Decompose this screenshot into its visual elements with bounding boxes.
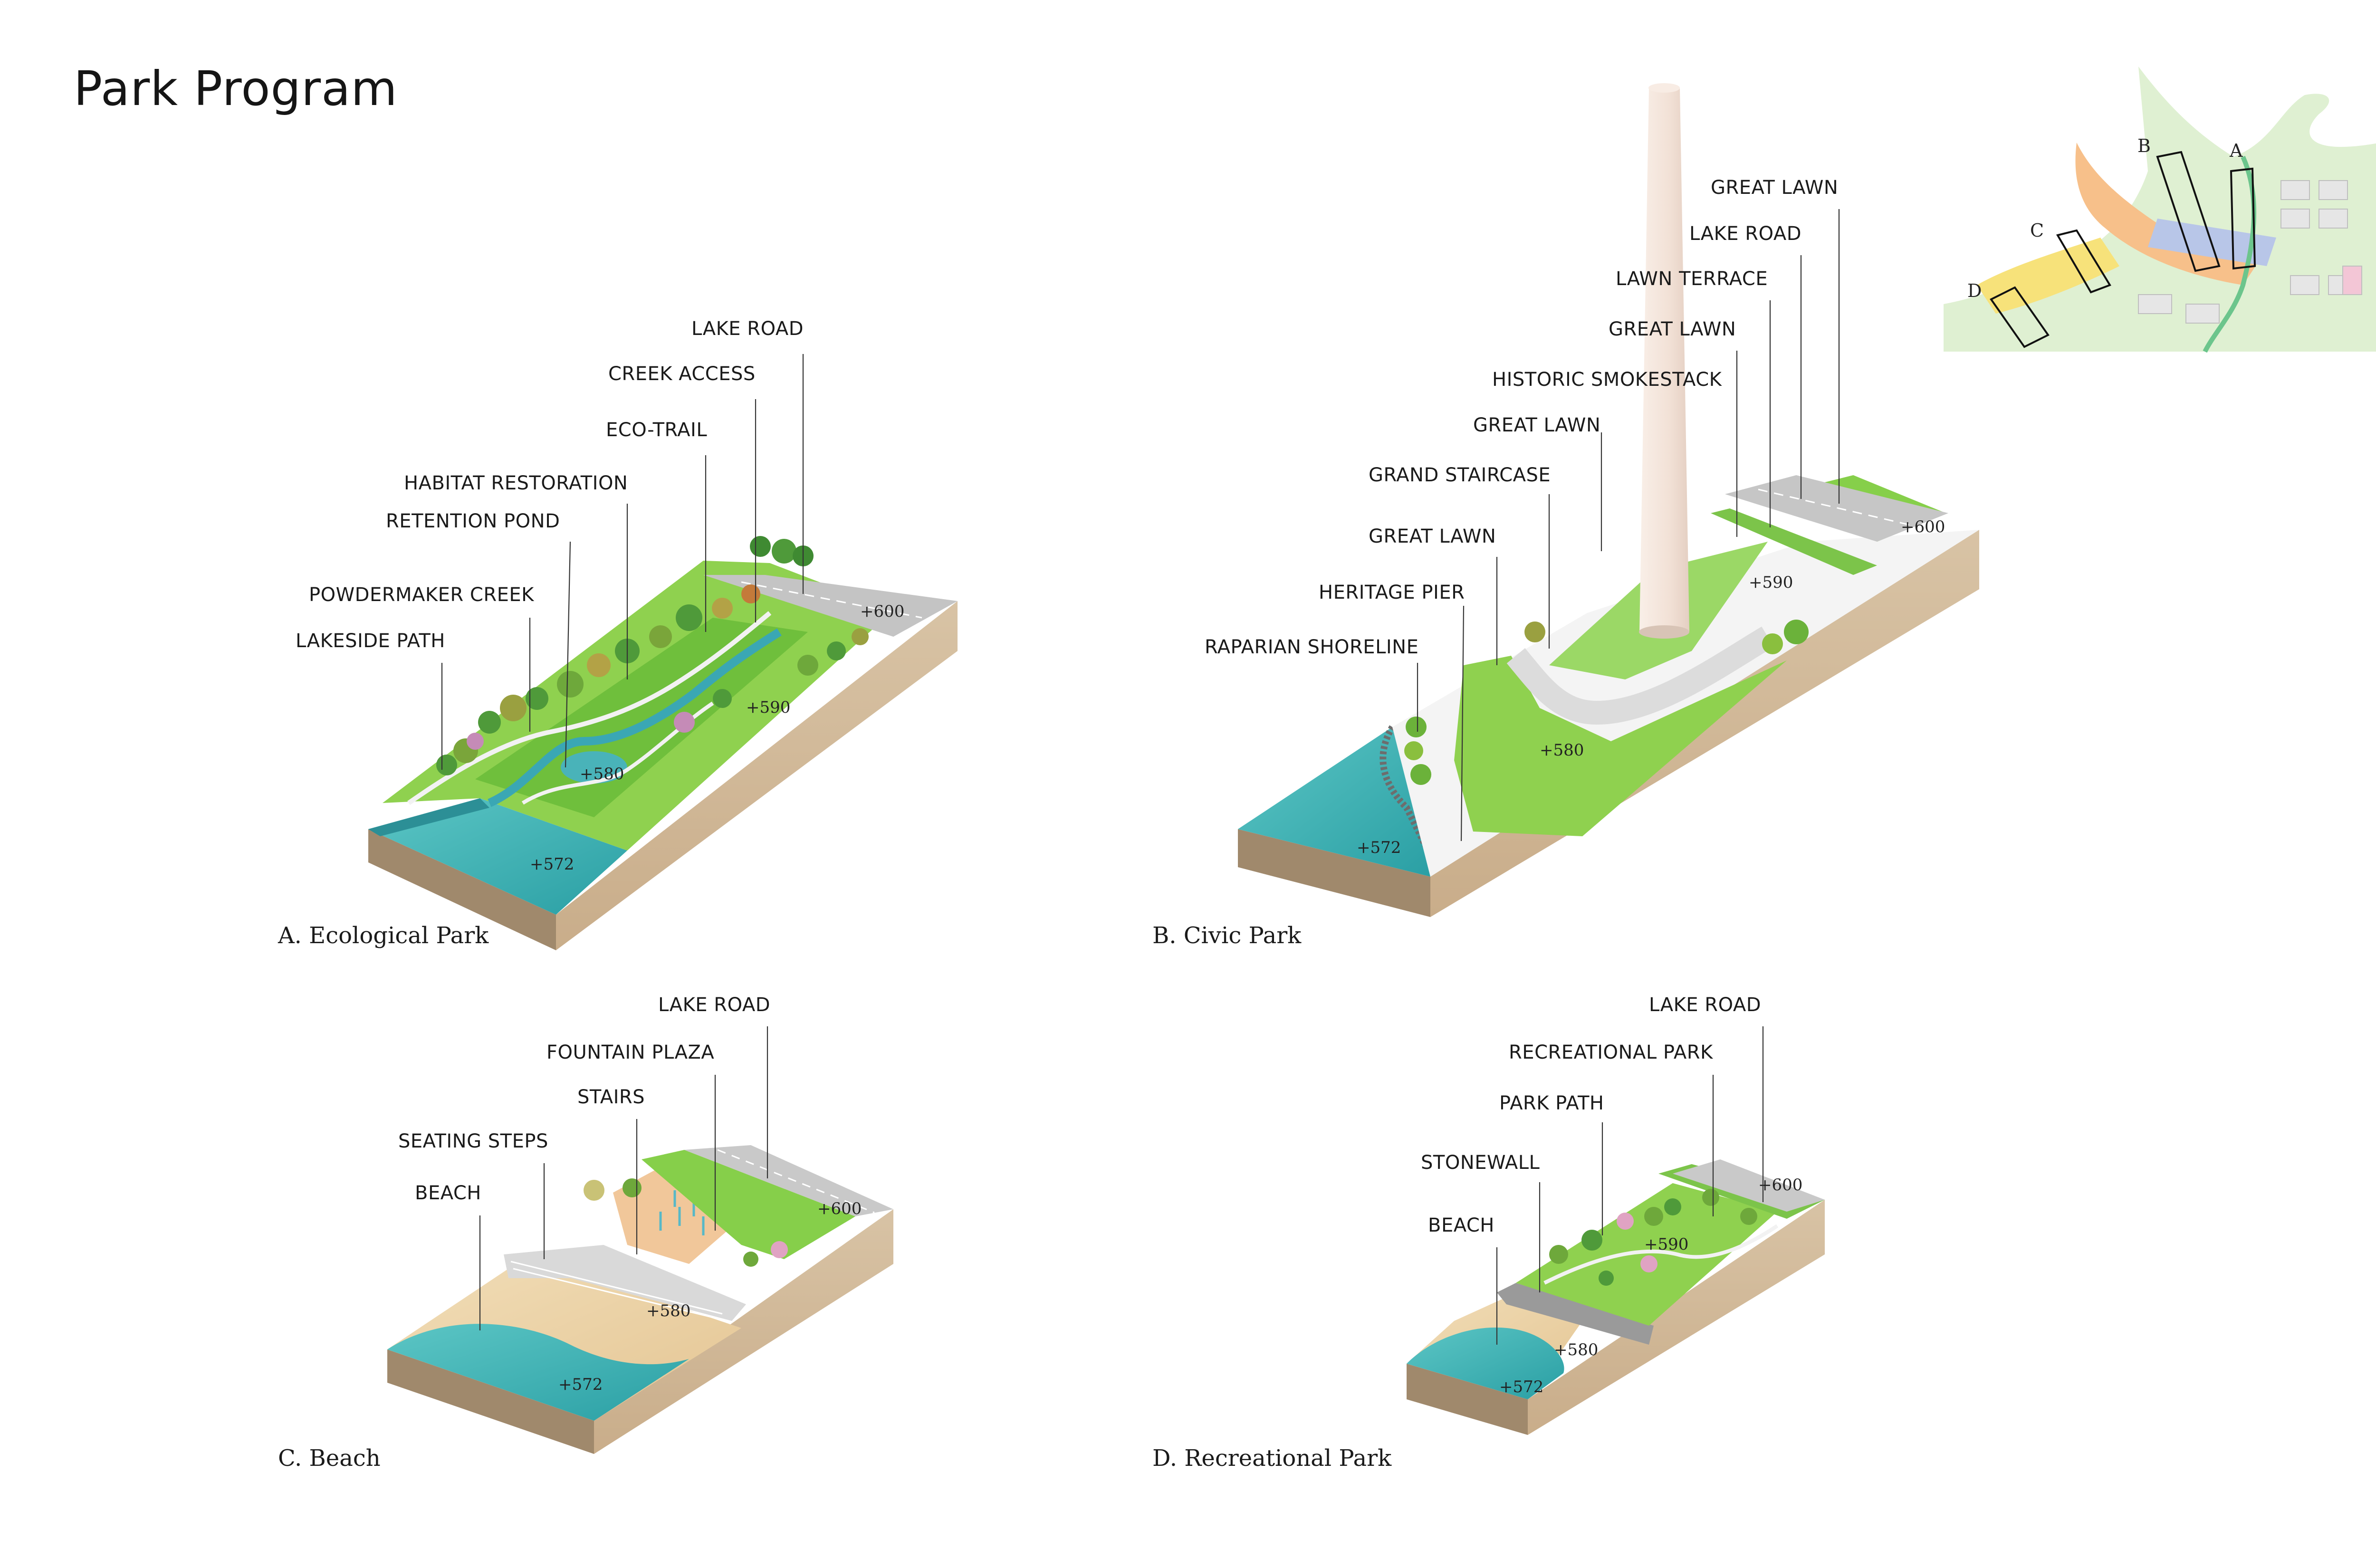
water-edge bbox=[368, 798, 489, 836]
lakeside-path bbox=[407, 611, 772, 805]
panel-ecological-park: +600 +590 +580 +572 LAKE ROAD CREEK ACCE… bbox=[278, 318, 958, 950]
label-lake-road: LAKE ROAD bbox=[691, 318, 804, 340]
label-lake-road: LAKE ROAD bbox=[658, 994, 770, 1016]
caption-civic-park: B. Civic Park bbox=[1152, 922, 1302, 949]
soil-side bbox=[594, 1209, 893, 1454]
elevation-580: +580 bbox=[646, 1301, 690, 1320]
label-eco-trail: ECO-TRAIL bbox=[606, 419, 707, 441]
keymap-label-b: B bbox=[2137, 135, 2151, 156]
lake-water bbox=[387, 1324, 689, 1421]
lake-water bbox=[1407, 1327, 1564, 1399]
soil-front bbox=[1407, 1364, 1528, 1435]
park-path bbox=[1543, 1224, 1779, 1285]
label-stonewall: STONEWALL bbox=[1421, 1152, 1540, 1174]
label-powdermaker-creek: POWDERMAKER CREEK bbox=[309, 584, 535, 606]
label-great-lawn-4: GREAT LAWN bbox=[1369, 526, 1496, 547]
label-lake-road: LAKE ROAD bbox=[1689, 223, 1801, 245]
page-title: Park Program bbox=[74, 61, 398, 116]
keymap-label-a: A bbox=[2229, 140, 2243, 161]
label-lakeside-path: LAKESIDE PATH bbox=[296, 630, 445, 652]
panel-recreational-park: +600 +590 +580 +572 LAKE ROAD RECREATION… bbox=[1152, 994, 1825, 1472]
soil-side bbox=[1528, 1200, 1825, 1435]
soil-side bbox=[556, 601, 958, 950]
upper-lawn bbox=[642, 1150, 855, 1259]
label-park-path: PARK PATH bbox=[1499, 1092, 1604, 1114]
label-stairs: STAIRS bbox=[577, 1086, 645, 1108]
lawn-terrace bbox=[1711, 508, 1877, 575]
keymap-section-boxes bbox=[1990, 151, 2256, 348]
label-fountain-plaza: FOUNTAIN PLAZA bbox=[546, 1042, 714, 1063]
elevation-600: +600 bbox=[817, 1199, 862, 1218]
great-lawn-lower bbox=[1454, 656, 1787, 836]
step-lines bbox=[510, 1261, 723, 1319]
elevation-572: +572 bbox=[558, 1375, 603, 1394]
label-creek-access: CREEK ACCESS bbox=[608, 363, 756, 385]
label-lawn-terrace: LAWN TERRACE bbox=[1616, 268, 1768, 290]
fountain-jets bbox=[659, 1190, 705, 1235]
elevation-600: +600 bbox=[1758, 1176, 1802, 1195]
powdermaker-creek bbox=[488, 628, 782, 807]
label-raparian-shoreline: RAPARIAN SHORELINE bbox=[1205, 636, 1418, 658]
elevation-572: +572 bbox=[1357, 838, 1401, 857]
soil-front bbox=[387, 1349, 594, 1454]
keymap-orange-area bbox=[2075, 143, 2262, 285]
elevation-580: +580 bbox=[580, 765, 624, 784]
panel-beach: +600 +580 +572 LAKE ROAD FOUNTAIN PLAZA … bbox=[278, 994, 893, 1472]
seating-steps bbox=[504, 1245, 746, 1321]
elevation-600: +600 bbox=[860, 602, 904, 621]
label-heritage-pier: HERITAGE PIER bbox=[1319, 582, 1465, 603]
elevation-572: +572 bbox=[530, 855, 574, 874]
historic-smokestack bbox=[1639, 83, 1689, 639]
keymap-buildings bbox=[2138, 180, 2362, 324]
elevation-572: +572 bbox=[1499, 1377, 1543, 1396]
label-retention-pond: RETENTION POND bbox=[386, 510, 560, 532]
retention-pond bbox=[561, 751, 627, 784]
label-grand-staircase: GRAND STAIRCASE bbox=[1369, 464, 1551, 486]
leader-heritage-pier bbox=[1460, 605, 1465, 841]
riprap-edge bbox=[1380, 725, 1429, 848]
key-map: B A C D bbox=[1944, 67, 2376, 353]
lake-road-surface bbox=[1673, 1159, 1825, 1212]
shoreline-shrubs bbox=[1404, 620, 1809, 785]
road-centerline bbox=[741, 581, 922, 619]
caption-recreational-park: D. Recreational Park bbox=[1152, 1445, 1392, 1472]
leader-retention-pond bbox=[565, 541, 571, 768]
soil-front bbox=[368, 829, 556, 950]
elevation-580: +580 bbox=[1540, 741, 1584, 760]
label-great-lawn-1: GREAT LAWN bbox=[1711, 177, 1838, 199]
elevation-590: +590 bbox=[1749, 573, 1793, 592]
label-habitat-restoration: HABITAT RESTORATION bbox=[404, 472, 628, 494]
elevation-580: +580 bbox=[1554, 1340, 1598, 1359]
label-beach: BEACH bbox=[1428, 1214, 1495, 1236]
lake-road-surface bbox=[703, 575, 958, 637]
lake-road-surface bbox=[684, 1145, 893, 1216]
keymap-yellow-area bbox=[1977, 238, 2119, 314]
grand-staircase-path bbox=[1506, 626, 1774, 725]
label-historic-smokestack: HISTORIC SMOKESTACK bbox=[1492, 369, 1723, 391]
label-great-lawn-2: GREAT LAWN bbox=[1609, 318, 1736, 340]
caption-beach: C. Beach bbox=[278, 1445, 381, 1472]
road-centerline bbox=[717, 1149, 875, 1214]
elevation-590: +590 bbox=[746, 698, 790, 717]
keymap-label-c: C bbox=[2030, 220, 2044, 241]
lake-water bbox=[368, 798, 627, 915]
keymap-label-d: D bbox=[1967, 280, 1982, 301]
label-recreational-park: RECREATIONAL PARK bbox=[1509, 1042, 1714, 1063]
park-trees bbox=[1549, 1189, 1757, 1286]
panel-civic-park: +600 +590 +580 +572 GREAT LAWN LAKE ROAD… bbox=[1152, 83, 1979, 949]
stonewall bbox=[1497, 1283, 1654, 1345]
road-centerline bbox=[1758, 488, 1911, 526]
lake-road-surface bbox=[1725, 475, 1948, 542]
label-lake-road: LAKE ROAD bbox=[1649, 994, 1761, 1016]
label-seating-steps: SEATING STEPS bbox=[398, 1130, 548, 1152]
label-beach: BEACH bbox=[415, 1182, 481, 1204]
label-great-lawn-3: GREAT LAWN bbox=[1473, 414, 1600, 436]
recreational-lawn bbox=[1516, 1183, 1777, 1326]
caption-ecological-park: A. Ecological Park bbox=[278, 922, 489, 949]
soil-front bbox=[1238, 829, 1430, 917]
elevation-600: +600 bbox=[1901, 517, 1945, 536]
elevation-590: +590 bbox=[1644, 1235, 1688, 1254]
